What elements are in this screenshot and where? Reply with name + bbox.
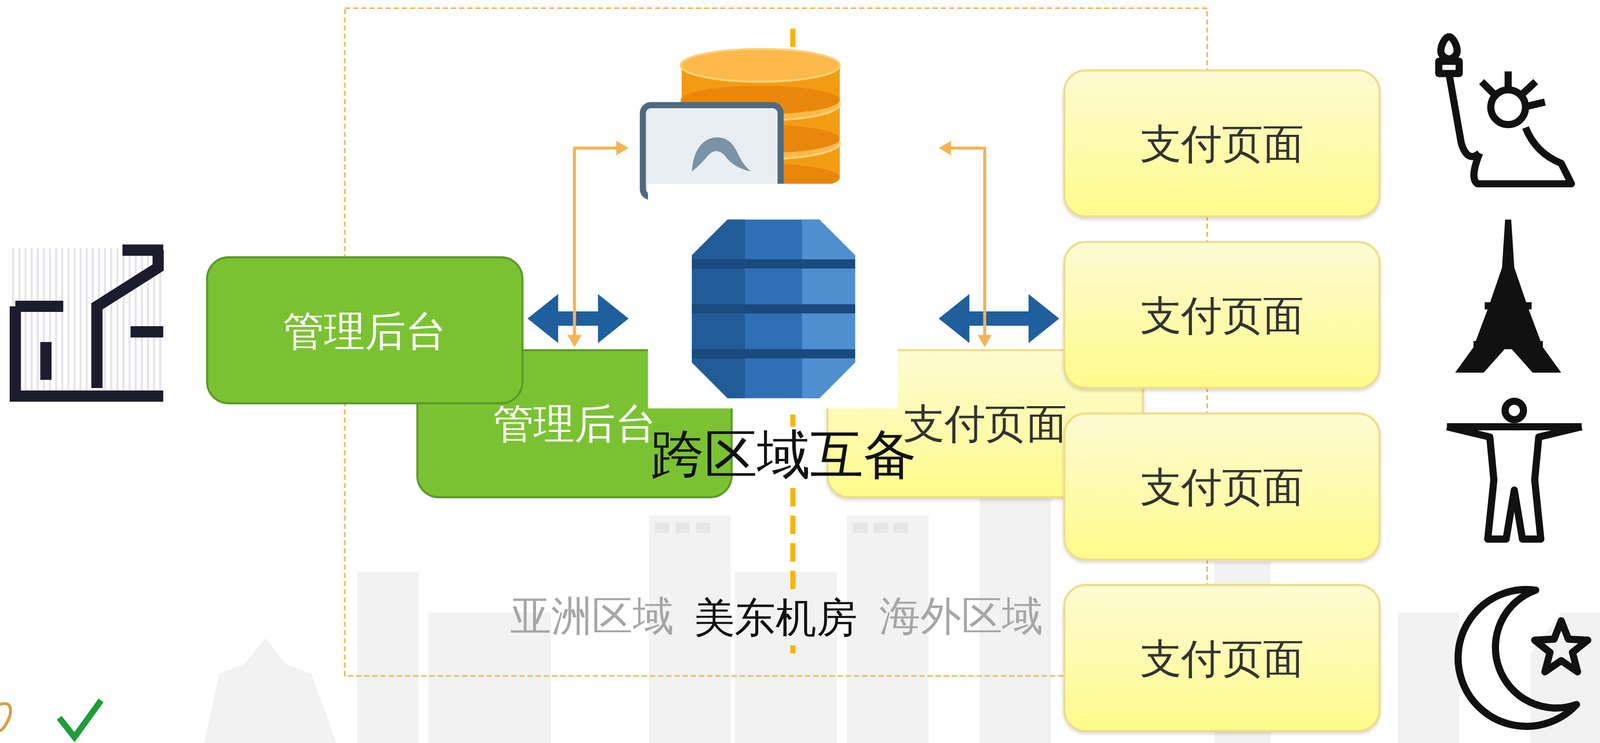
corner-glyph <box>0 703 11 731</box>
payment-box: 支付页面 <box>1063 240 1381 389</box>
eiffel-icon <box>1455 219 1562 373</box>
liberty-icon <box>1438 36 1572 184</box>
database-node: 跨区域互备 <box>630 40 937 490</box>
gate-icon <box>10 247 166 401</box>
mysql-icon <box>642 48 840 197</box>
box-label: 支付页面 <box>1140 119 1304 167</box>
payment-box: 支付页面 <box>1063 69 1381 218</box>
box-label: 支付页面 <box>1140 462 1304 510</box>
building-windows <box>655 522 909 533</box>
region-label: 亚洲区域 <box>510 591 674 639</box>
crescent-icon <box>1458 589 1588 727</box>
redeemer-icon <box>1447 400 1582 539</box>
box-label: 支付页面 <box>1140 291 1304 339</box>
check-mark <box>59 699 101 737</box>
replication-arrow <box>567 140 629 347</box>
payment-box: 支付页面 <box>1063 412 1381 561</box>
sync-arrow <box>938 293 1060 343</box>
admin-box: 管理后台 <box>206 255 524 404</box>
replication-arrow <box>938 140 993 347</box>
box-label: 管理后台 <box>492 400 657 447</box>
box-label: 支付页面 <box>903 400 1067 447</box>
backup-title: 跨区域互备 <box>650 424 917 490</box>
region-label: 美东机房 <box>693 593 858 641</box>
payment-box: 支付页面 <box>1063 583 1381 732</box>
database-icons <box>630 40 917 490</box>
box-label: 支付页面 <box>1140 634 1304 681</box>
dynamodb-icon <box>691 219 856 398</box>
skyline-watermark <box>204 479 1600 743</box>
box-label: 管理后台 <box>282 306 447 354</box>
region-label: 海外区域 <box>879 591 1043 639</box>
